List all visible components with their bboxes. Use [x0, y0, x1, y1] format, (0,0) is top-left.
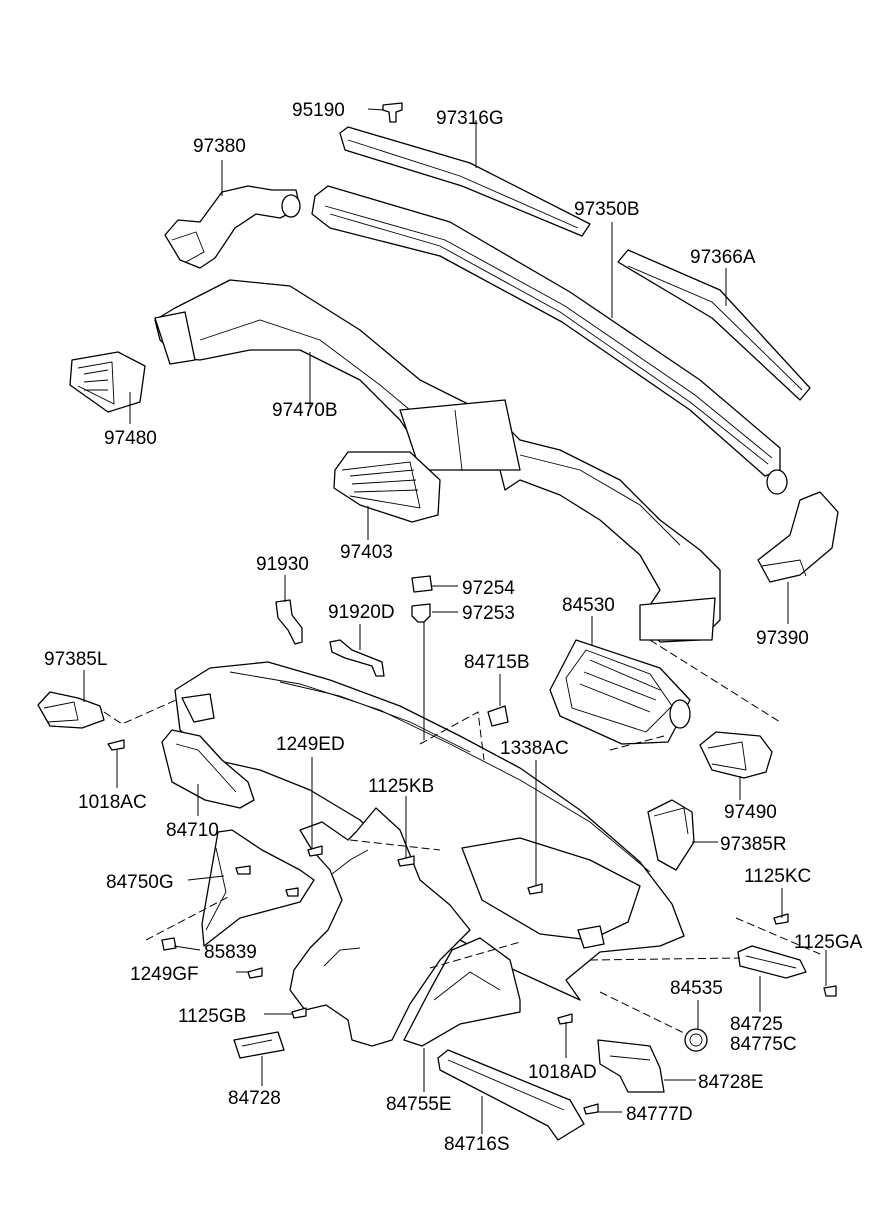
dashboard-panel — [107, 661, 837, 1141]
label-1338ac: 1338AC — [500, 738, 569, 759]
cap-97254 — [411, 575, 433, 593]
label-84725: 84725 — [730, 1014, 783, 1035]
part-97316g-garnish — [339, 126, 591, 237]
label-97403: 97403 — [340, 542, 393, 563]
label-84530: 84530 — [562, 595, 615, 616]
part-97390-duct — [757, 491, 839, 583]
screws — [107, 739, 837, 1115]
label-97316g: 97316G — [436, 108, 504, 129]
part-97403-center-vent — [333, 451, 441, 523]
label-84728: 84728 — [228, 1088, 281, 1109]
part-84728e — [597, 1039, 665, 1093]
part-97380-duct — [164, 185, 301, 269]
label-1125kc: 1125KC — [744, 866, 811, 887]
bracket-91930 — [275, 599, 303, 645]
upper-duct-assembly — [69, 102, 839, 643]
label-95190: 95190 — [292, 100, 345, 121]
label-84728e: 84728E — [698, 1072, 764, 1093]
label-97490: 97490 — [724, 802, 777, 823]
label-84777d: 84777D — [626, 1104, 693, 1125]
vent-97385r — [647, 799, 695, 871]
label-84715b: 84715B — [464, 652, 530, 673]
label-84755e: 84755E — [386, 1094, 452, 1115]
bracket-91920d — [329, 639, 385, 677]
vent-97490 — [699, 731, 773, 779]
guide-lines — [103, 639, 821, 1035]
label-1018ac: 1018AC — [78, 792, 147, 813]
label-1125kb: 1125KB — [368, 776, 434, 797]
label-97390: 97390 — [756, 628, 809, 649]
part-84755e — [403, 937, 521, 1047]
part-84716s — [437, 1049, 585, 1141]
label-97253: 97253 — [462, 603, 515, 624]
cap-97253 — [411, 603, 431, 623]
part-84715b — [487, 705, 509, 727]
label-97366a: 97366A — [690, 247, 756, 268]
small-parts — [37, 575, 509, 729]
part-84728 — [233, 1031, 285, 1059]
label-84716s: 84716S — [444, 1134, 510, 1155]
label-97254: 97254 — [462, 578, 515, 599]
label-1125ga: 1125GA — [794, 932, 863, 953]
label-1249ed: 1249ED — [276, 734, 345, 755]
part-97366a-garnish — [617, 249, 811, 401]
label-97380: 97380 — [193, 136, 246, 157]
label-84710: 84710 — [166, 820, 219, 841]
part-84530-fascia — [549, 639, 691, 745]
label-97385l: 97385L — [44, 649, 107, 670]
leader-lines — [83, 108, 827, 1134]
label-97350b: 97350B — [574, 199, 640, 220]
label-1125gb: 1125GB — [178, 1006, 246, 1027]
part-84750g — [201, 829, 315, 947]
vent-97385l — [37, 691, 105, 729]
label-1018ad: 1018AD — [528, 1062, 597, 1083]
label-91920d: 91920D — [328, 602, 395, 623]
label-1249gf: 1249GF — [130, 964, 199, 985]
label-97385r: 97385R — [720, 834, 787, 855]
lower-center-panel — [289, 807, 471, 1047]
clip-95190 — [382, 102, 403, 123]
label-85839: 85839 — [204, 942, 257, 963]
label-84535: 84535 — [670, 978, 723, 999]
part-97480-vent — [69, 351, 146, 413]
label-97470b: 97470B — [272, 400, 338, 421]
label-84750g: 84750G — [106, 872, 174, 893]
part-labels: 95190 97316G 97380 97350B 97366A 97470B … — [44, 100, 863, 1155]
part-84710 — [161, 729, 255, 809]
label-91930: 91930 — [256, 554, 309, 575]
label-84775c: 84775C — [730, 1034, 797, 1055]
ring-84535 — [684, 1028, 708, 1052]
label-97480: 97480 — [104, 428, 157, 449]
